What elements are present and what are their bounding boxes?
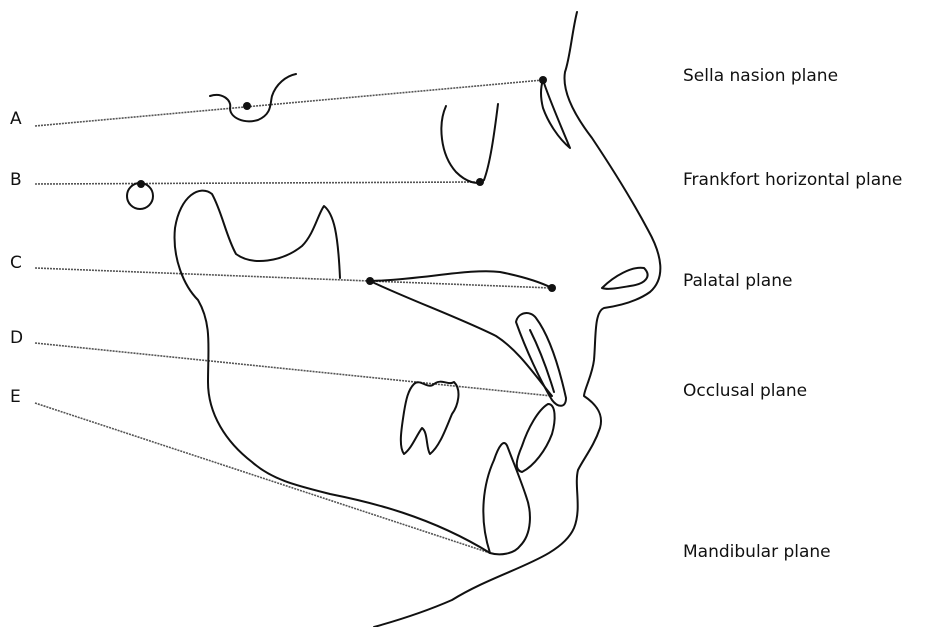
sella-nasion-line: [35, 80, 543, 126]
ans-point: [548, 284, 556, 292]
pns-point: [366, 277, 374, 285]
occlusal-line: [35, 343, 552, 396]
nostril-outline: [602, 268, 648, 289]
palatal-line-posterior: [35, 268, 370, 281]
palatal-line: [370, 281, 552, 288]
letter-d: D: [10, 328, 23, 348]
sella-point: [243, 102, 251, 110]
nasion-point: [539, 76, 547, 84]
symphysis-outline: [483, 443, 530, 554]
frankfort-horizontal-line: [35, 182, 480, 184]
plane-label-palatal: Palatal plane: [683, 271, 792, 291]
letter-b: B: [10, 170, 22, 190]
plane-label-mandibular: Mandibular plane: [683, 542, 831, 562]
porion-point: [137, 180, 145, 188]
plane-label-occlusal: Occlusal plane: [683, 381, 807, 401]
orbit-outline: [441, 104, 498, 183]
maxilla-outline: [370, 271, 552, 288]
letter-e: E: [10, 387, 21, 407]
mandible-outline: [175, 191, 490, 553]
letter-a: A: [10, 109, 22, 129]
plane-label-frankfort: Frankfort horizontal plane: [683, 170, 902, 190]
orbitale-point: [476, 178, 484, 186]
molar-outline: [401, 382, 459, 454]
plane-label-sella-nasion: Sella nasion plane: [683, 66, 838, 86]
mandibular-line: [35, 403, 490, 553]
palate-curve: [370, 281, 552, 396]
lower-incisor-outline: [517, 404, 555, 472]
sella-turcica-outline: [210, 74, 296, 121]
letter-c: C: [10, 253, 22, 273]
